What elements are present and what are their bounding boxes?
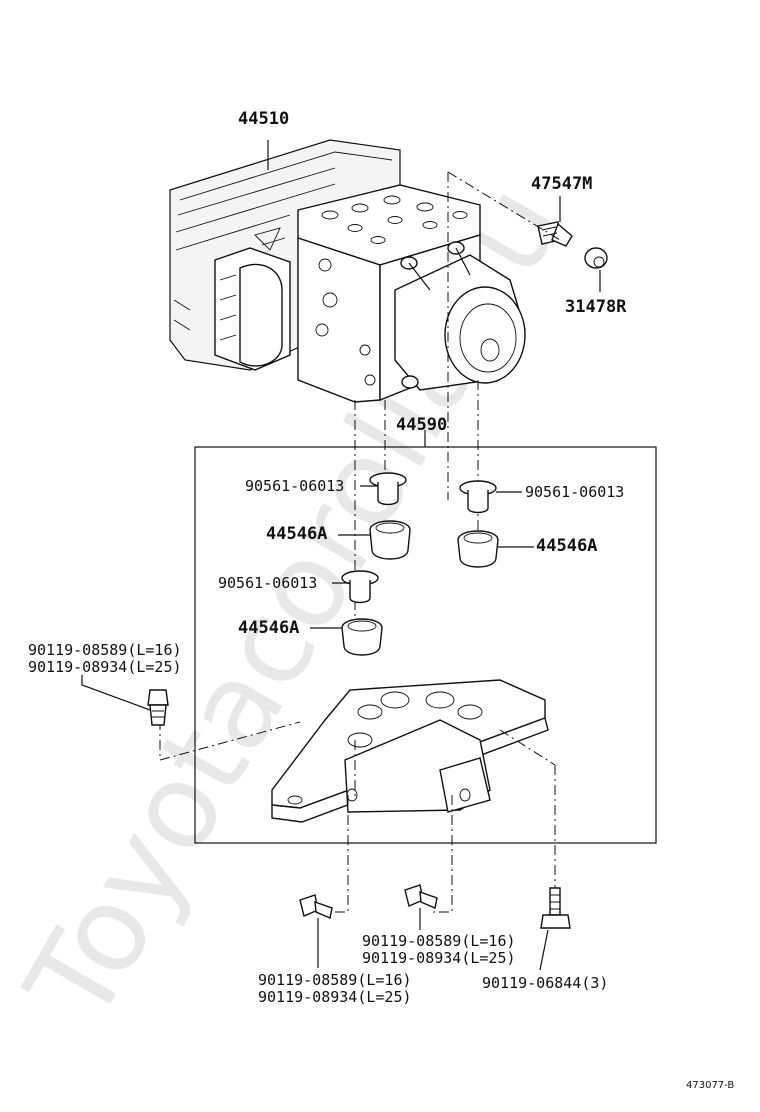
label-bleeder-plug: 47547M	[531, 174, 592, 194]
label-bolt-center-l16: 90119-08589(L=16)	[362, 932, 516, 950]
label-bolt-bottom-l25: 90119-08934(L=25)	[258, 988, 412, 1006]
cushion-lower[interactable]	[341, 618, 383, 656]
label-bracket-assembly: 44590	[396, 415, 447, 435]
bolt-bottom-center[interactable]	[404, 884, 438, 909]
cushion-left[interactable]	[369, 520, 411, 560]
bleeder-plug[interactable]	[537, 221, 573, 247]
label-bolt-right: 90119-06844(3)	[482, 974, 608, 992]
collar-top-right[interactable]	[459, 480, 497, 514]
collar-mid[interactable]	[341, 570, 379, 604]
label-cushion-left: 44546A	[266, 524, 327, 544]
label-bolt-left-l25: 90119-08934(L=25)	[28, 658, 182, 676]
bolt-bottom-left[interactable]	[299, 894, 333, 919]
bleeder-cap[interactable]	[584, 247, 608, 269]
label-collar-top-right: 90561-06013	[525, 483, 624, 501]
label-bolt-bottom-l16: 90119-08589(L=16)	[258, 971, 412, 989]
label-cap: 31478R	[565, 297, 627, 317]
label-cushion-lower: 44546A	[238, 618, 299, 638]
label-bolt-center-l25: 90119-08934(L=25)	[362, 949, 516, 967]
drawing-code: 473077-B	[686, 1080, 734, 1091]
abs-actuator[interactable]	[169, 139, 526, 403]
cushion-right[interactable]	[457, 530, 499, 568]
label-abs-actuator: 44510	[238, 109, 289, 129]
label-bolt-left-l16: 90119-08589(L=16)	[28, 641, 182, 659]
bolt-left[interactable]	[147, 689, 169, 726]
label-collar-mid: 90561-06013	[218, 574, 317, 592]
collar-top-left[interactable]	[369, 472, 407, 506]
mounting-bracket[interactable]	[271, 679, 549, 823]
bolt-bottom-right[interactable]	[540, 887, 571, 929]
label-cushion-right: 44546A	[536, 536, 597, 556]
label-collar-top-left: 90561-06013	[245, 477, 344, 495]
